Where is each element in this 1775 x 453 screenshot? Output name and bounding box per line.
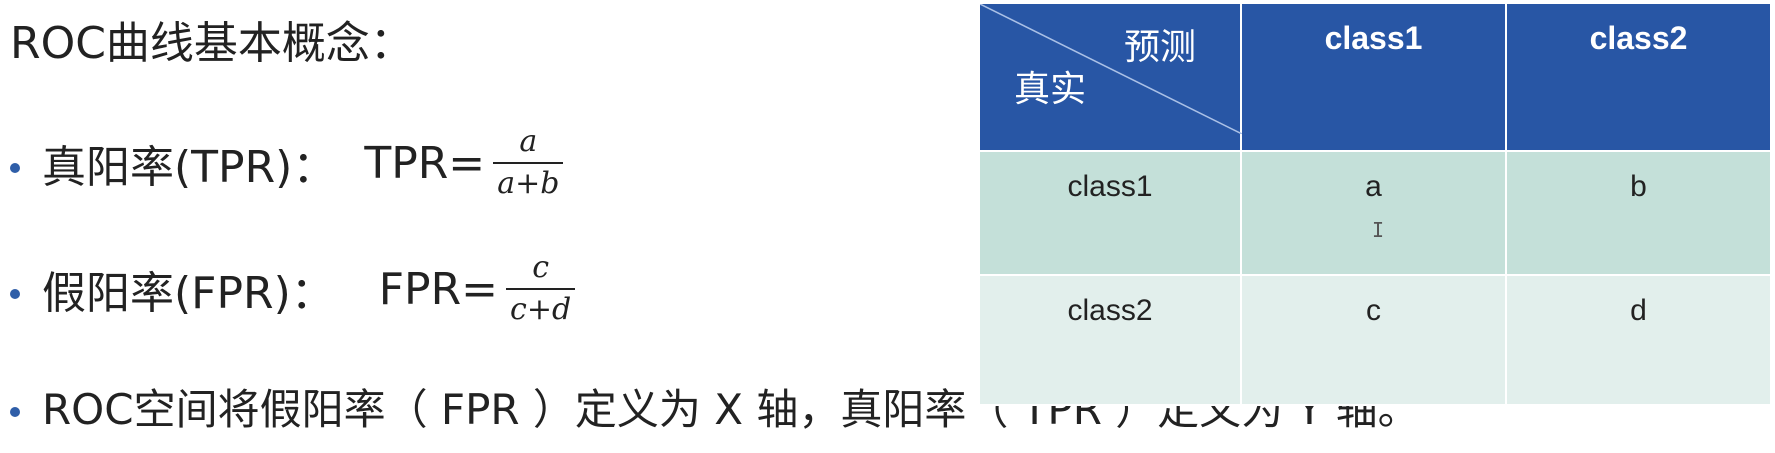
- tpr-fraction: a a+b: [487, 124, 569, 202]
- slide-title: ROC曲线基本概念：: [10, 18, 414, 69]
- cell-b: b: [1505, 150, 1772, 276]
- tpr-formula-name: TPR=: [364, 137, 486, 189]
- fpr-numerator: c: [532, 250, 550, 285]
- fpr-denominator: c+d: [506, 288, 576, 328]
- matrix-corner-cell: 预测 真实: [978, 2, 1242, 152]
- column-header-class2: class2: [1505, 2, 1772, 152]
- bullet-dot-icon: [10, 163, 20, 173]
- bullet-dot-icon: [10, 406, 20, 417]
- tpr-numerator: a: [519, 124, 538, 159]
- tpr-denominator: a+b: [493, 162, 564, 202]
- fpr-fraction: c c+d: [500, 250, 581, 328]
- row-header-class1: class1: [978, 150, 1242, 276]
- column-header-class1: class1: [1240, 2, 1507, 152]
- corner-predicted-label: 预测: [1123, 26, 1196, 67]
- bullet-dot-icon: [10, 289, 20, 299]
- text-cursor-icon: I: [1372, 218, 1385, 242]
- table-row: class1 a b: [978, 150, 1772, 276]
- row-header-class2: class2: [978, 274, 1242, 406]
- cell-a: a: [1240, 150, 1507, 276]
- bullet-tpr: 真阳率(TPR)： TPR= a a+b: [10, 124, 569, 202]
- corner-actual-label: 真实: [1014, 68, 1087, 109]
- tpr-term: 真阳率(TPR)：: [42, 142, 337, 193]
- bullet-fpr: 假阳率(FPR)： FPR= c c+d: [10, 250, 581, 328]
- fpr-term: 假阳率(FPR)：: [42, 268, 335, 319]
- cell-c: c: [1240, 274, 1507, 406]
- matrix-header-row: 预测 真实 class1 class2: [978, 2, 1772, 152]
- diagonal-divider: [980, 4, 1242, 134]
- confusion-matrix-table: 预测 真实 class1 class2 class1 a b class2 c …: [978, 2, 1772, 406]
- table-row: class2 c d: [978, 274, 1772, 406]
- cell-d: d: [1505, 274, 1772, 406]
- fpr-formula-name: FPR=: [378, 263, 499, 315]
